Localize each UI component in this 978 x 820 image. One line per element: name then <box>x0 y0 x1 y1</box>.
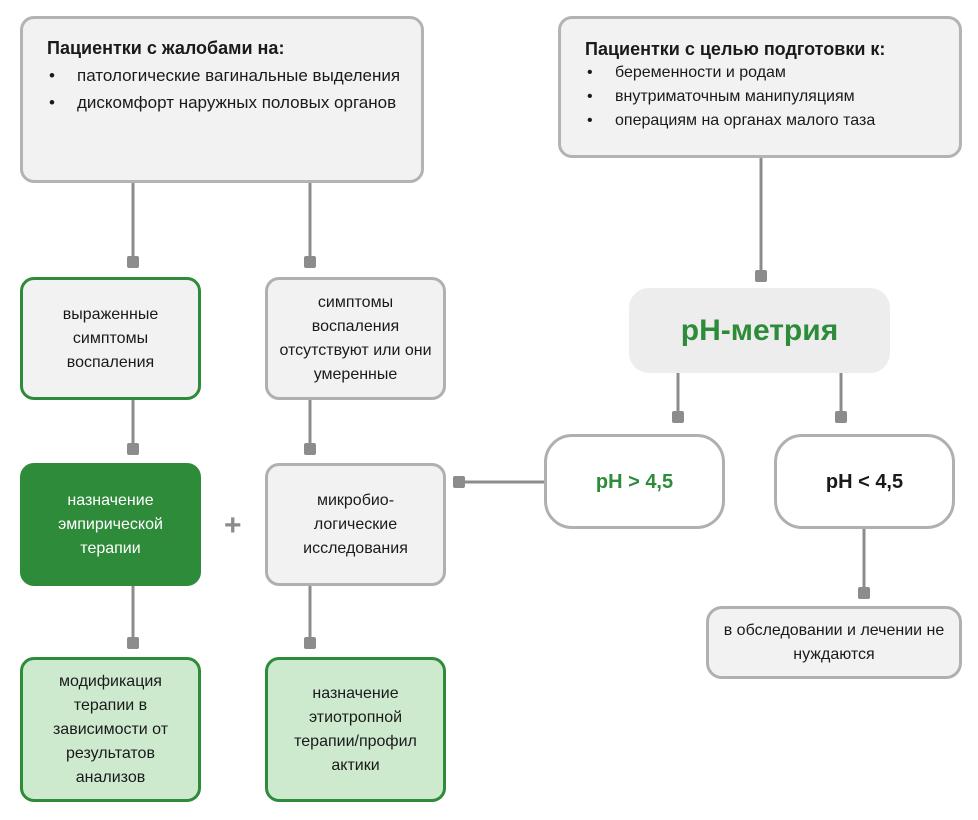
mild-symptoms-text: симптомы воспаления отсутствуют или они … <box>279 293 432 383</box>
complaint-item: дискомфорт наружных половых органов <box>49 89 401 116</box>
complaints-title: Пациентки с жалобами на: <box>47 38 285 58</box>
modify-therapy-text: модификация терапии в зависимости от рез… <box>52 672 169 786</box>
ph-high-box: рН > 4,5 <box>544 434 725 529</box>
ph-low-text: рН < 4,5 <box>825 470 904 493</box>
no-need-text: в обследовании и лечении не нуждаются <box>723 621 945 663</box>
connector-node <box>127 256 139 268</box>
ph-high-text: рН > 4,5 <box>595 470 674 493</box>
plus-sign: + <box>224 509 242 542</box>
connector-node <box>755 270 767 282</box>
empiric-therapy-box: назначение эмпирической терапии <box>20 463 201 586</box>
connector-node <box>127 637 139 649</box>
no-need-box: в обследовании и лечении не нуждаются <box>706 606 962 679</box>
complaints-list: патологические вагинальные выделения дис… <box>47 62 401 116</box>
severe-symptoms-box: выраженные симптомы воспаления <box>20 277 201 400</box>
connector-node <box>304 637 316 649</box>
connector-node <box>127 443 139 455</box>
connector-node <box>304 443 316 455</box>
etiotropic-therapy-text: назначение этиотропной терапии/профил ак… <box>294 684 417 774</box>
severe-symptoms-text: выраженные симптомы воспаления <box>62 305 159 371</box>
ph-metry-text: рН-метрия <box>680 313 839 347</box>
preparation-box: Пациентки с целью подготовки к: беременн… <box>558 16 962 158</box>
preparation-list: беременности и родам внутриматочным мани… <box>585 61 939 133</box>
connector-node <box>835 411 847 423</box>
preparation-item: операциям на органах малого таза <box>587 109 939 133</box>
mild-symptoms-box: симптомы воспаления отсутствуют или они … <box>265 277 446 400</box>
connector-node <box>672 411 684 423</box>
preparation-item: беременности и родам <box>587 61 939 85</box>
preparation-item: внутриматочным манипуляциям <box>587 85 939 109</box>
connector-node <box>453 476 465 488</box>
complaints-box: Пациентки с жалобами на: патологические … <box>20 16 424 183</box>
complaint-item: патологические вагинальные выделения <box>49 62 401 89</box>
micro-tests-box: микробио-логические исследования <box>265 463 446 586</box>
etiotropic-therapy-box: назначение этиотропной терапии/профил ак… <box>265 657 446 802</box>
connector-node <box>304 256 316 268</box>
preparation-title: Пациентки с целью подготовки к: <box>585 39 886 59</box>
modify-therapy-box: модификация терапии в зависимости от рез… <box>20 657 201 802</box>
ph-low-box: рН < 4,5 <box>774 434 955 529</box>
connector-node <box>858 587 870 599</box>
micro-tests-text: микробио-логические исследования <box>303 491 408 557</box>
empiric-therapy-text: назначение эмпирической терапии <box>58 491 163 557</box>
ph-metry-box: рН-метрия <box>629 288 890 373</box>
